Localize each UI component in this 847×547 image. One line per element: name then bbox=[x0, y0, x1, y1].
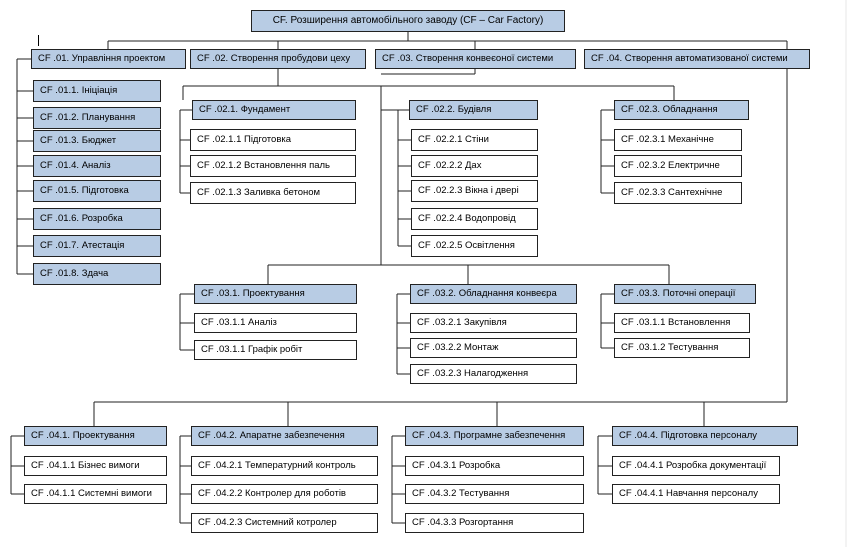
phase-03-node[interactable]: CF .03. Створення конвеєоної системи bbox=[375, 49, 576, 69]
node-02-2[interactable]: CF .02.2. Будівля bbox=[409, 100, 538, 120]
node-03-2[interactable]: CF .03.2. Обладнання конвеєра bbox=[410, 284, 577, 304]
node-01-6[interactable]: CF .01.6. Розробка bbox=[33, 208, 161, 230]
phase-02-node[interactable]: CF .02. Створення пробудови цеху bbox=[190, 49, 366, 69]
leaf-02-3-2[interactable]: CF .02.3.2 Електричне bbox=[614, 155, 742, 177]
leaf-03-2-3[interactable]: CF .03.2.3 Налагодження bbox=[410, 364, 577, 384]
leaf-02-1-3[interactable]: CF .02.1.3 Заливка бетоном bbox=[190, 182, 356, 204]
window-edge bbox=[845, 0, 847, 547]
node-04-1[interactable]: CF .04.1. Проектування bbox=[24, 426, 167, 446]
leaf-02-2-1[interactable]: CF .02.2.1 Стіни bbox=[411, 129, 538, 151]
node-04-3[interactable]: CF .04.3. Програмне забезпечення bbox=[405, 426, 584, 446]
leaf-04-4-1[interactable]: CF .04.4.1 Розробка документації bbox=[612, 456, 780, 476]
text-cursor bbox=[38, 35, 39, 46]
node-01-3[interactable]: CF .01.3. Бюджет bbox=[33, 130, 161, 152]
leaf-02-2-3[interactable]: CF .02.2.3 Вікна і двері bbox=[411, 180, 538, 202]
leaf-04-3-1[interactable]: CF .04.3.1 Розробка bbox=[405, 456, 584, 476]
leaf-02-1-2[interactable]: CF .02.1.2 Встановлення паль bbox=[190, 155, 356, 177]
leaf-02-3-3[interactable]: CF .02.3.3 Сантехнічне bbox=[614, 182, 742, 204]
leaf-02-2-5[interactable]: CF .02.2.5 Освітлення bbox=[411, 235, 538, 257]
node-02-1[interactable]: CF .02.1. Фундамент bbox=[192, 100, 356, 120]
leaf-04-4-2[interactable]: CF .04.4.1 Навчання персоналу bbox=[612, 484, 780, 504]
node-03-1[interactable]: CF .03.1. Проектування bbox=[194, 284, 357, 304]
leaf-04-2-2[interactable]: CF .04.2.2 Контролер для роботів bbox=[191, 484, 378, 504]
leaf-02-3-1[interactable]: CF .02.3.1 Механічне bbox=[614, 129, 742, 151]
node-01-4[interactable]: CF .01.4. Аналіз bbox=[33, 155, 161, 177]
phase-01-node[interactable]: CF .01. Управління проектом bbox=[31, 49, 186, 69]
leaf-03-2-1[interactable]: CF .03.2.1 Закупівля bbox=[410, 313, 577, 333]
root-node[interactable]: CF. Розширення автомобільного заводу (CF… bbox=[251, 10, 565, 32]
node-04-2[interactable]: CF .04.2. Апаратне забезпечення bbox=[191, 426, 378, 446]
node-02-3[interactable]: CF .02.3. Обладнання bbox=[614, 100, 749, 120]
node-01-2[interactable]: CF .01.2. Планування bbox=[33, 107, 161, 129]
leaf-04-2-3[interactable]: CF .04.2.3 Системний котролер bbox=[191, 513, 378, 533]
leaf-02-2-4[interactable]: CF .02.2.4 Водопровід bbox=[411, 208, 538, 230]
node-04-4[interactable]: CF .04.4. Підготовка персоналу bbox=[612, 426, 798, 446]
leaf-04-1-2[interactable]: CF .04.1.1 Системні вимоги bbox=[24, 484, 167, 504]
leaf-03-3-1[interactable]: CF .03.1.1 Встановлення bbox=[614, 313, 750, 333]
leaf-03-2-2[interactable]: CF .03.2.2 Монтаж bbox=[410, 338, 577, 358]
node-03-3[interactable]: CF .03.3. Поточні операції bbox=[614, 284, 756, 304]
node-01-5[interactable]: CF .01.5. Підготовка bbox=[33, 180, 161, 202]
leaf-04-1-1[interactable]: CF .04.1.1 Бізнес вимоги bbox=[24, 456, 167, 476]
node-01-7[interactable]: CF .01.7. Атестація bbox=[33, 235, 161, 257]
leaf-03-1-2[interactable]: CF .03.1.1 Графік робіт bbox=[194, 340, 357, 360]
leaf-04-3-3[interactable]: CF .04.3.3 Розгортання bbox=[405, 513, 584, 533]
leaf-03-3-2[interactable]: CF .03.1.2 Тестування bbox=[614, 338, 750, 358]
leaf-04-2-1[interactable]: CF .04.2.1 Температурний контроль bbox=[191, 456, 378, 476]
leaf-04-3-2[interactable]: CF .04.3.2 Тестування bbox=[405, 484, 584, 504]
node-01-8[interactable]: CF .01.8. Здача bbox=[33, 263, 161, 285]
node-01-1[interactable]: CF .01.1. Ініціація bbox=[33, 80, 161, 102]
phase-04-node[interactable]: CF .04. Створення автоматизованої систем… bbox=[584, 49, 810, 69]
leaf-02-2-2[interactable]: CF .02.2.2 Дах bbox=[411, 155, 538, 177]
leaf-03-1-1[interactable]: CF .03.1.1 Аналіз bbox=[194, 313, 357, 333]
leaf-02-1-1[interactable]: CF .02.1.1 Підготовка bbox=[190, 129, 356, 151]
